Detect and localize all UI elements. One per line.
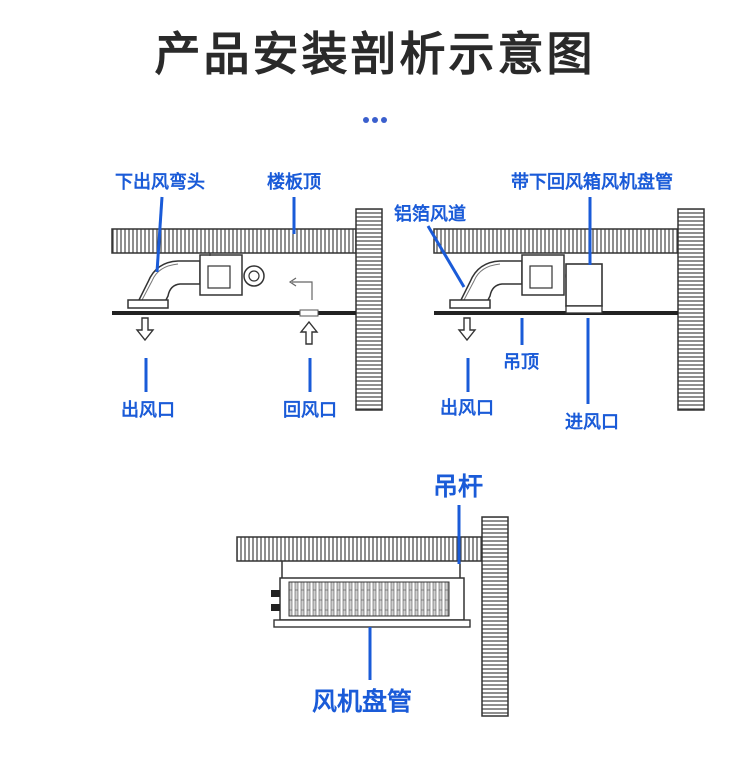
return-arrow-icon: [299, 320, 319, 345]
label-rod: 吊杆: [433, 472, 483, 501]
label-inlet: 进风口: [565, 412, 619, 433]
label-outlet-left: 出风口: [121, 399, 175, 421]
wall-bottom: [481, 516, 509, 717]
outlet-arrow-right-icon: [457, 317, 477, 342]
bottom-diagram: 吊杆 风机盘管: [236, 472, 509, 717]
label-bend: 下出风弯头: [115, 171, 205, 193]
duct-bend-shading-right: [463, 263, 501, 301]
duct-bend-left: [136, 260, 201, 305]
fan-motor-left-inner: [248, 270, 260, 282]
label-ceiling: 吊顶: [503, 352, 539, 373]
return-flow-arrow: [288, 277, 313, 300]
fan-motor-left: [243, 265, 265, 287]
fan-coil-drip-tray: [273, 619, 471, 628]
slab-left: [111, 228, 357, 254]
fan-unit-right: [521, 254, 565, 296]
duct-bend-right: [458, 260, 523, 305]
label-unit: 带下回风箱风机盘管: [511, 171, 673, 193]
fan-coil-fins: [288, 581, 450, 617]
diffuser-left: [127, 299, 169, 309]
left-diagram: 下出风弯头 楼板顶 出风口 回风口: [111, 171, 383, 421]
wall-right: [677, 208, 705, 411]
label-slab: 楼板顶: [267, 171, 321, 193]
slab-bottom: [236, 536, 484, 562]
return-grille-left: [299, 309, 319, 317]
wall-left: [355, 208, 383, 411]
leader-duct: [426, 225, 466, 288]
diffuser-right: [449, 299, 491, 309]
title-decoration-dots: [363, 108, 390, 127]
fan-unit-right-inner: [529, 265, 553, 289]
outlet-arrow-left-icon: [135, 317, 155, 342]
label-duct: 铝箔风道: [394, 203, 466, 225]
return-box: [565, 263, 603, 307]
pipe-connector-top: [271, 590, 280, 597]
return-box-grille: [565, 305, 603, 314]
fan-unit-left-inner: [207, 265, 231, 289]
duct-bend-shading-left: [141, 263, 179, 301]
right-diagram: 带下回风箱风机盘管 铝箔风道 吊顶 出风口 进风口: [394, 171, 705, 433]
pipe-connector-bottom: [271, 604, 280, 611]
label-outlet-right: 出风口: [440, 397, 494, 419]
label-return: 回风口: [283, 400, 337, 421]
slab-right: [433, 228, 679, 254]
label-coil: 风机盘管: [312, 687, 412, 716]
leader-bend: [155, 196, 164, 273]
fan-unit-left: [199, 254, 243, 296]
page-title: 产品安装剖析示意图: [154, 27, 596, 81]
